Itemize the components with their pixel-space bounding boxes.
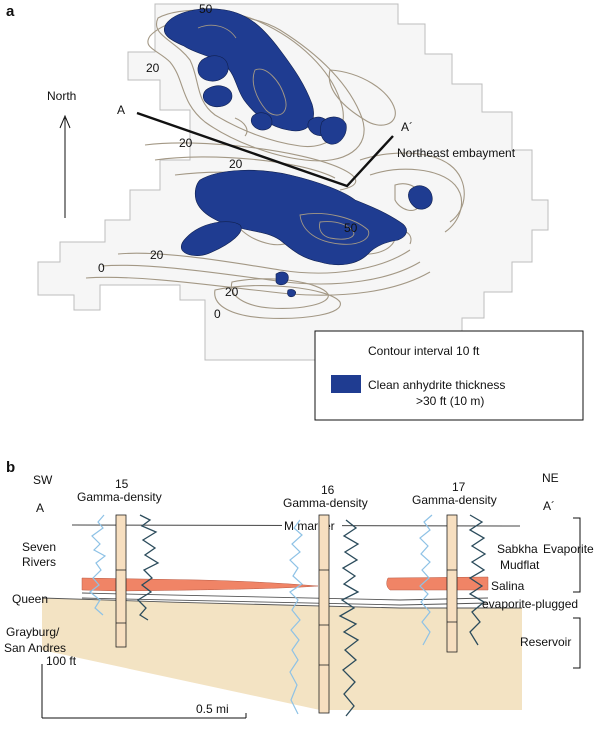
density-curve	[136, 514, 160, 621]
gamma-curve	[289, 519, 303, 715]
contour-label-group: 50 20 20 20 50 20 0 20 0	[98, 2, 358, 321]
horizontal-scale-label: 0.5 mi	[196, 702, 229, 716]
gamma-curve	[89, 514, 107, 616]
contour-label: 20	[229, 157, 243, 171]
well-bore	[446, 514, 458, 653]
well-17-log-type: Gamma-density	[412, 493, 497, 507]
evaporite-label: Evaporite	[543, 542, 594, 556]
reservoir-label: Reservoir	[520, 635, 571, 649]
well-16	[289, 514, 360, 717]
well-16-number: 16	[321, 483, 335, 497]
sw-label: SW	[33, 473, 53, 487]
contour-label: 50	[344, 221, 358, 235]
embayment-label: Northeast embayment	[397, 146, 516, 160]
well-15	[89, 514, 160, 648]
unit-label-rivers: Rivers	[22, 555, 56, 569]
salina-label: Salina	[491, 579, 525, 593]
gamma-curve	[419, 514, 433, 646]
unit-label-queen: Queen	[12, 592, 48, 606]
contour-label: 20	[150, 248, 164, 262]
unit-boundaries	[41, 592, 522, 609]
contour-inner	[197, 24, 370, 245]
contour-interval-label: Contour interval 10 ft	[368, 344, 480, 358]
ne-label: NE	[542, 471, 559, 485]
well-17-number: 17	[452, 480, 466, 494]
contour-label: 20	[146, 61, 160, 75]
legend-swatch	[331, 375, 361, 393]
section-end-label: A´	[401, 120, 413, 134]
panel-a-letter: a	[6, 3, 15, 20]
well-15-log-type: Gamma-density	[77, 490, 162, 504]
well-15-number: 15	[115, 477, 129, 491]
well-bore	[318, 514, 330, 714]
panel-b-letter: b	[6, 459, 15, 476]
plugged-label: evaporite-plugged	[482, 597, 578, 611]
unit-label-seven: Seven	[22, 540, 56, 554]
contour-label: 50	[199, 2, 213, 16]
north-label: North	[47, 89, 76, 103]
scale-bar	[41, 664, 247, 719]
legend-label-line1: Clean anhydrite thickness	[368, 378, 505, 392]
contour-label: 20	[179, 136, 193, 150]
salina-wedge-right	[386, 576, 489, 591]
contour-label: 0	[214, 307, 221, 321]
density-curve	[338, 519, 360, 717]
section-start-label: A	[117, 103, 125, 117]
north-arrow	[59, 114, 71, 218]
unit-label-grayburg: Grayburg/	[6, 625, 60, 639]
well-17	[419, 514, 487, 653]
vertical-scale-label: 100 ft	[46, 654, 77, 668]
section-a-label: A	[36, 501, 44, 515]
well-bore	[115, 514, 127, 648]
unit-brackets	[573, 517, 581, 669]
section-line	[136, 111, 394, 188]
well-16-log-type: Gamma-density	[283, 496, 368, 510]
unit-label-san-andres: San Andres	[4, 641, 66, 655]
sabkha-label: Sabkha	[497, 542, 538, 556]
salina-wedge-left	[81, 577, 319, 592]
contour-label: 20	[225, 285, 239, 299]
reservoir-fill	[42, 598, 522, 710]
mudflat-label: Mudflat	[500, 558, 540, 572]
legend-label-line2: >30 ft (10 m)	[416, 394, 484, 408]
section-a-prime-label: A´	[543, 499, 555, 513]
density-curve	[468, 514, 487, 646]
contour-label: 0	[98, 261, 105, 275]
